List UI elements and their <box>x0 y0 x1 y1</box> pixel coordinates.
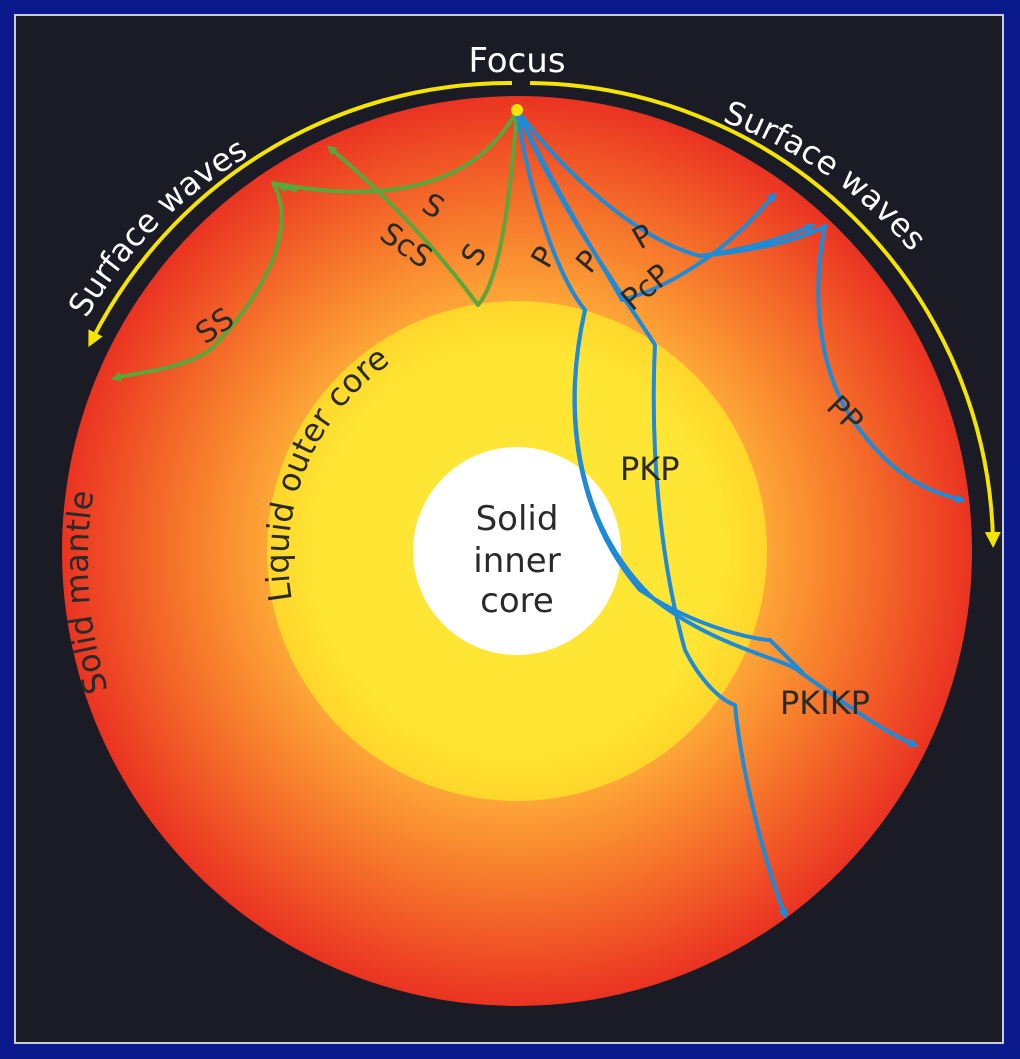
focus-point <box>511 104 523 116</box>
p-wave-pkikp <box>572 308 919 748</box>
s-wave-s-branch <box>276 182 297 193</box>
p-wave-pkp-2 <box>515 108 788 919</box>
solid-inner-core <box>413 447 621 655</box>
surface-wave-arrow-right <box>529 81 1001 548</box>
pkp-label: PKP <box>620 450 680 488</box>
surface-wave-arrow-left <box>88 80 513 348</box>
p-wave-p-to-right <box>698 223 816 258</box>
p-wave-pp <box>515 108 966 504</box>
s-wave-ss <box>111 108 519 382</box>
inner-core-label-3: core <box>480 581 554 621</box>
pkikp-label: PKIKP <box>780 684 870 722</box>
focus-label: Focus <box>468 41 565 81</box>
inner-core-label-2: inner <box>473 541 560 581</box>
s-wave-scs <box>326 108 519 307</box>
inner-core-label-1: Solid <box>476 499 559 539</box>
